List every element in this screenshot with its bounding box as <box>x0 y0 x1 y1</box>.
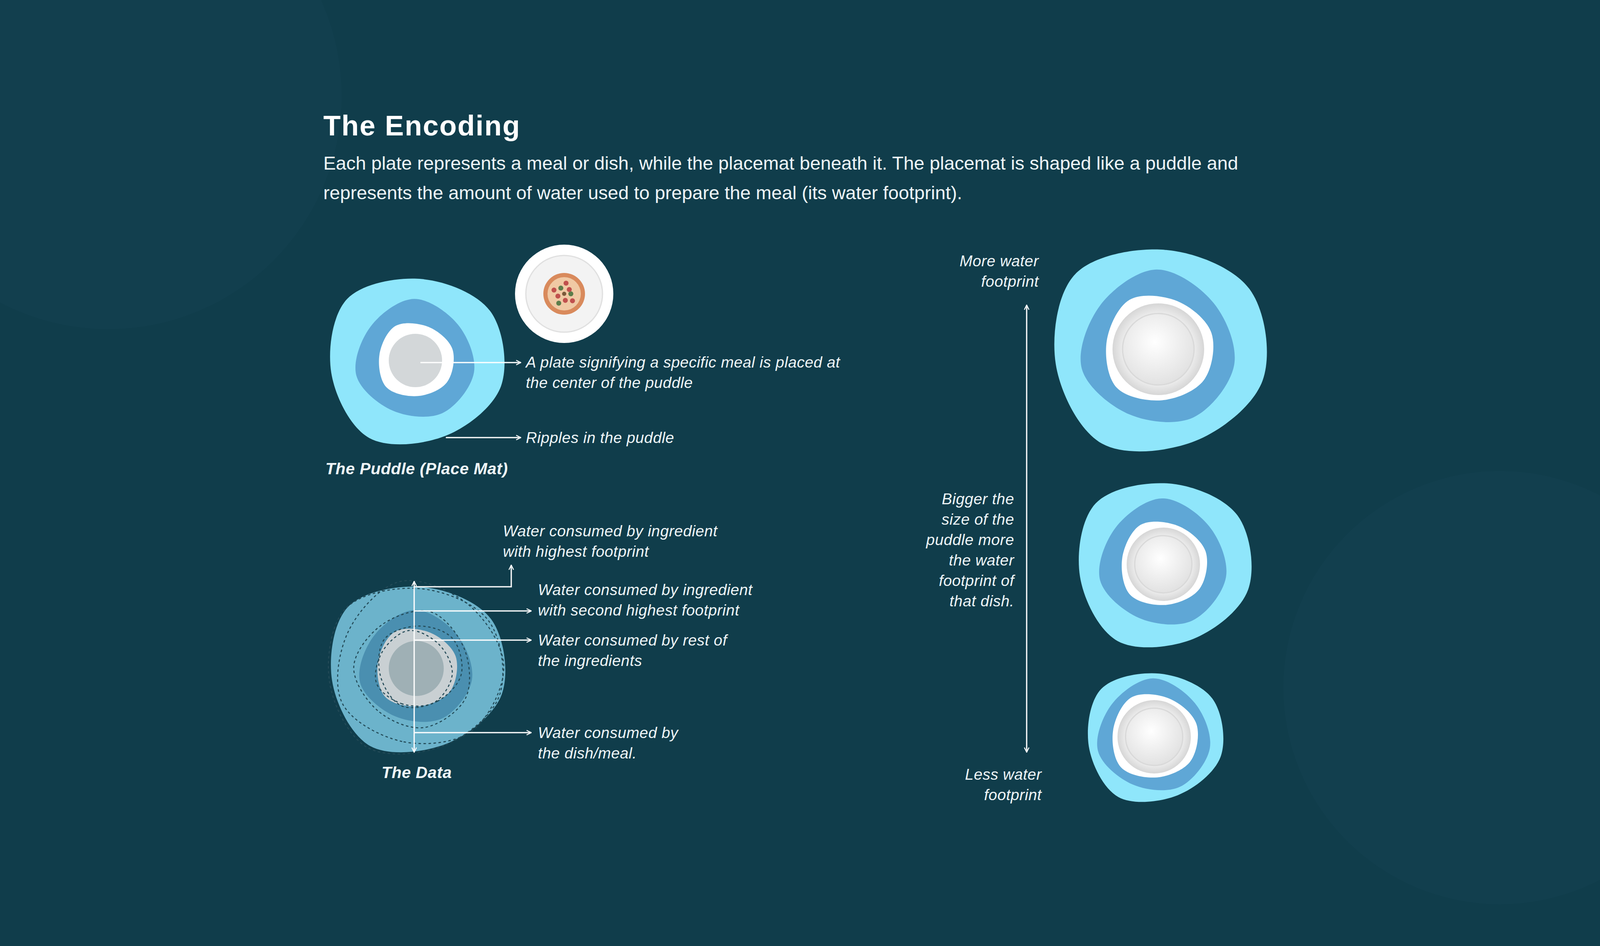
dashed-outline <box>353 610 470 728</box>
topping <box>555 293 561 299</box>
leader-line <box>414 639 532 641</box>
plate-well <box>1134 535 1192 593</box>
plate <box>388 333 443 388</box>
leader-line <box>414 565 512 587</box>
puddle-rim <box>1112 694 1198 778</box>
topping <box>568 291 574 297</box>
bg-blob <box>0 0 342 330</box>
puddle-rim <box>1121 521 1208 605</box>
puddle-rim <box>1105 295 1214 401</box>
puddle-ripple <box>355 298 475 417</box>
leader-line <box>420 362 521 364</box>
topping <box>558 285 564 291</box>
topping <box>556 300 562 306</box>
topping <box>566 287 572 293</box>
topping <box>563 280 569 286</box>
puddle-outer <box>1087 672 1224 802</box>
plate <box>1112 303 1205 395</box>
intro-text: Each plate represents a meal or dish, wh… <box>323 148 1240 208</box>
annotation: A plate signifying a specific meal is pl… <box>525 352 843 393</box>
pizza <box>543 272 585 315</box>
annotation: Water consumed by ingredient with second… <box>537 579 776 621</box>
dashed-outline <box>337 580 504 744</box>
topping <box>570 298 575 304</box>
puddle-ripple <box>1099 498 1227 625</box>
scale-arrow <box>1026 305 1028 753</box>
scale-label: More water footprint <box>922 250 1039 292</box>
scale-label: Less water footprint <box>925 764 1042 805</box>
leader-line <box>414 732 532 734</box>
leader-line <box>445 437 521 439</box>
topping <box>562 297 568 303</box>
plate <box>1126 527 1200 601</box>
puddle-outer <box>1078 482 1252 648</box>
topping <box>551 287 557 293</box>
leader-line <box>414 610 532 612</box>
figure-caption: The Data <box>333 763 500 782</box>
plate <box>1117 700 1191 774</box>
plate-well <box>1122 313 1195 385</box>
puddle-rim <box>378 322 454 396</box>
puddle-ripple <box>1080 269 1235 423</box>
annotation: Water consumed by ingredient with highes… <box>502 520 741 562</box>
puddle-outer <box>1054 249 1267 452</box>
dashed-outline <box>378 625 463 708</box>
annotation: Ripples in the puddle <box>525 427 818 448</box>
title: The Encoding <box>323 109 521 142</box>
pizza-cheese <box>547 277 581 311</box>
figure-caption: The Puddle (Place Mat) <box>325 459 584 478</box>
annotation: Water consumed by the dish/meal. <box>537 722 688 764</box>
puddle-ripple <box>1097 678 1210 791</box>
bg-blob <box>1283 470 1600 905</box>
annotation: Water consumed by rest of the ingredient… <box>537 630 747 671</box>
plate-well <box>1125 707 1183 765</box>
topping <box>562 291 567 296</box>
scale-label: Bigger the size of the puddle more the w… <box>912 488 1015 612</box>
measure-line <box>413 581 415 753</box>
plate-well <box>525 255 603 333</box>
puddle-ripple <box>359 610 473 723</box>
plate <box>388 640 444 696</box>
plate <box>515 244 614 343</box>
puddle-outer <box>330 278 505 445</box>
